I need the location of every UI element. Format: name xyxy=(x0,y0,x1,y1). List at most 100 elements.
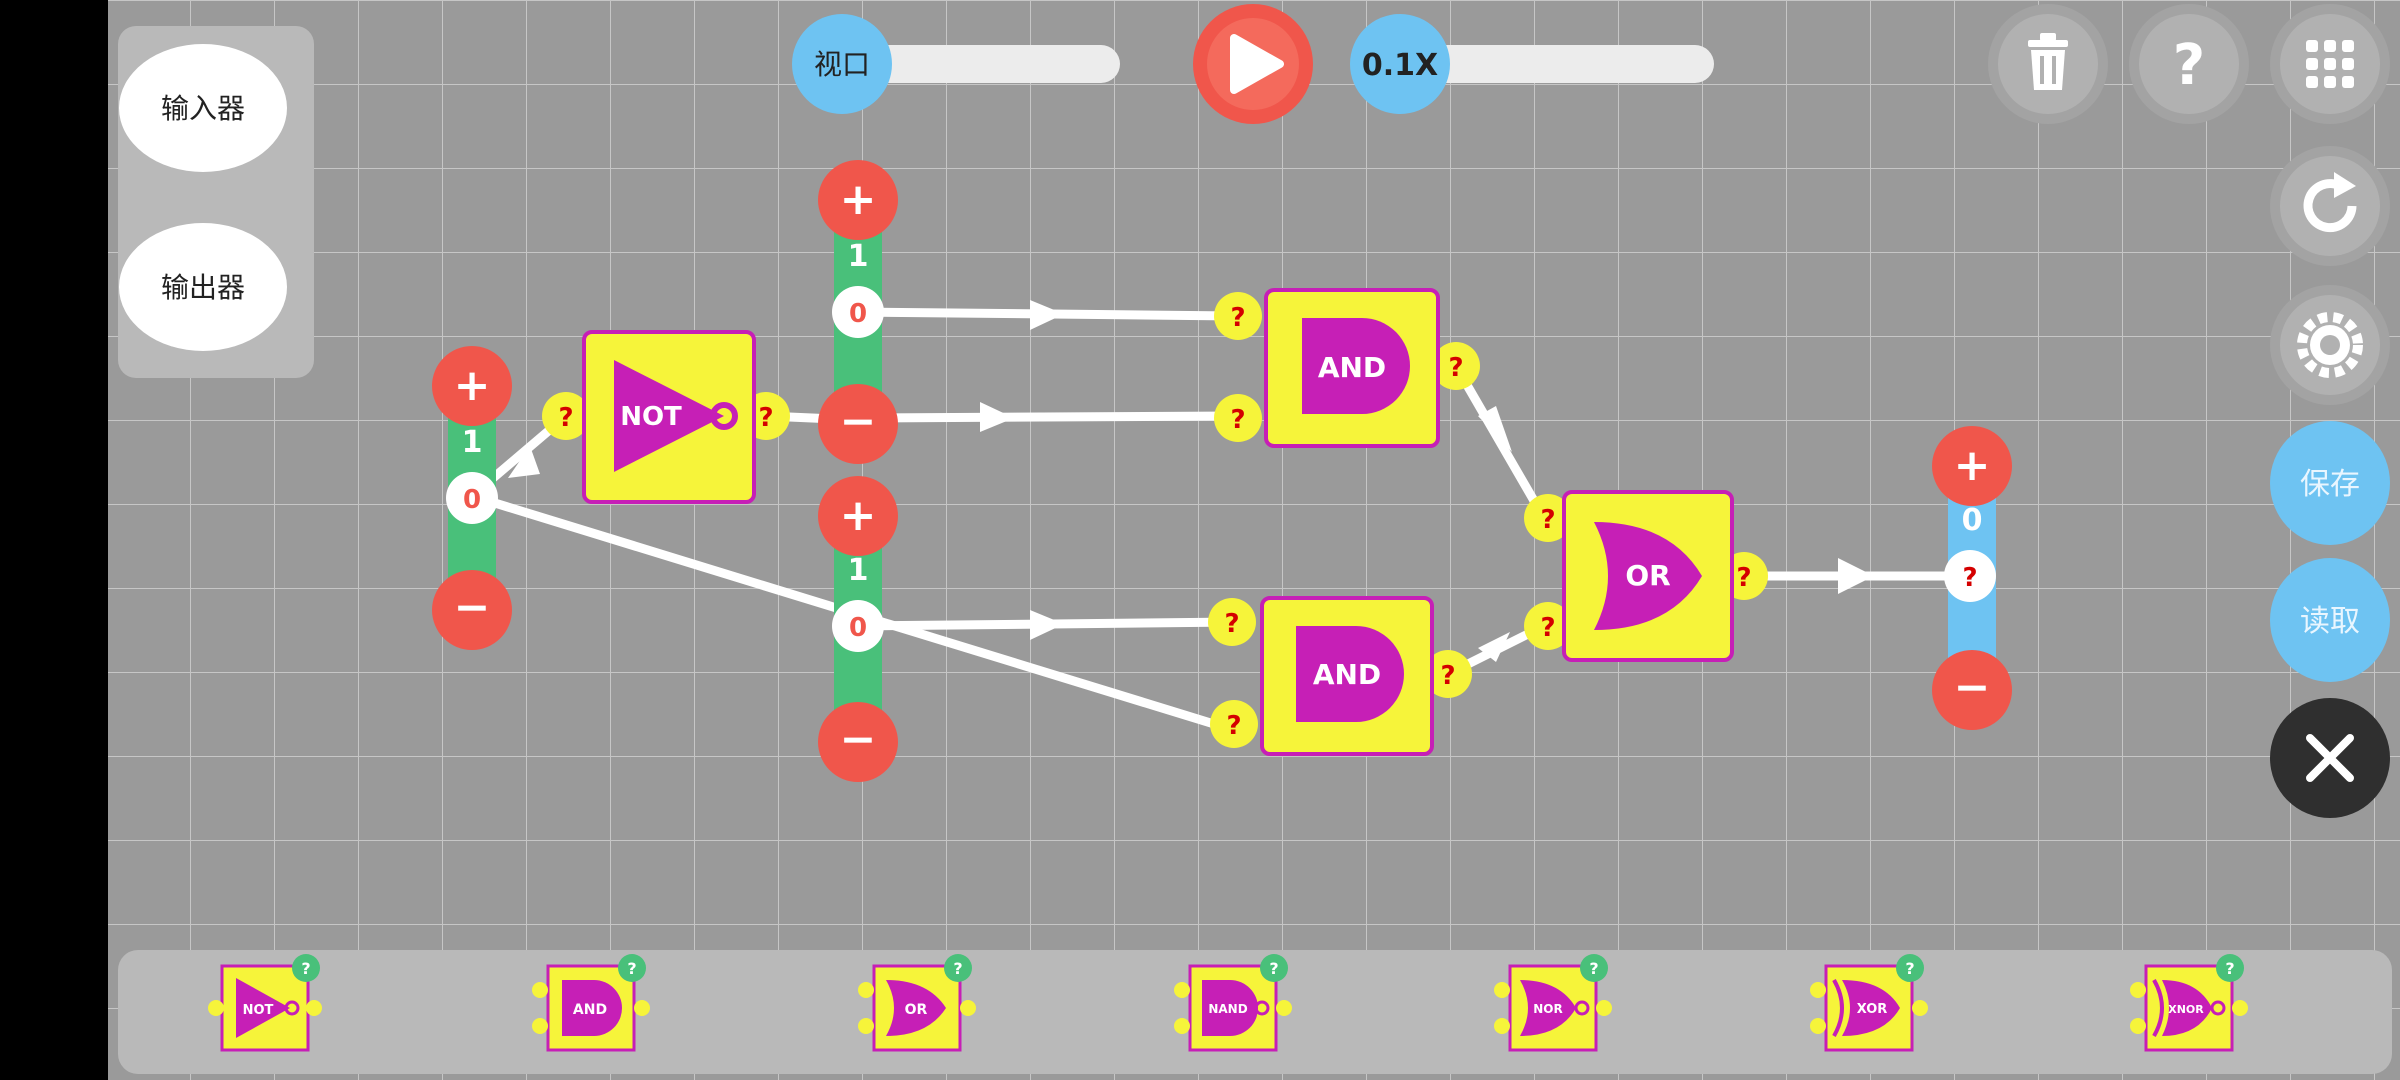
play-icon xyxy=(1230,34,1284,94)
palette-nand-icon xyxy=(1202,980,1258,1036)
or-gate-output[interactable]: ? xyxy=(1736,563,1751,593)
viewport-slider[interactable]: 视口 xyxy=(792,14,1120,114)
help-button[interactable]: ? xyxy=(2129,4,2249,124)
palette-xnor-icon xyxy=(2162,980,2212,1036)
and-gate-1[interactable]: ? ? ? AND xyxy=(1214,288,1480,448)
speed-slider-track[interactable] xyxy=(1400,45,1714,83)
palette-not-gate[interactable]: NOT ? xyxy=(208,954,322,1052)
input-3-state: 0 xyxy=(849,613,867,643)
input-1-minus-button[interactable] xyxy=(432,570,512,650)
input-3-minus-button[interactable] xyxy=(818,702,898,782)
play-button[interactable] xyxy=(1193,4,1313,124)
palette-xor-gate[interactable]: XOR ? xyxy=(1810,954,1928,1052)
input-switch-2[interactable]: + 1 0 − xyxy=(818,160,898,464)
output-plus-button[interactable] xyxy=(1932,426,2012,506)
input-component-label: 输入器 xyxy=(161,92,245,125)
speed-slider-knob[interactable] xyxy=(1350,14,1450,114)
load-label: 读取 xyxy=(2300,604,2360,639)
or-gate-icon xyxy=(1594,522,1702,630)
speed-label: 0.1X xyxy=(1362,48,1438,83)
input-component-button[interactable]: 输入器 xyxy=(119,44,287,172)
output-state: ? xyxy=(1962,563,1977,593)
or-gate-label: OR xyxy=(1625,559,1670,592)
help-badge-text: ? xyxy=(1589,959,1598,978)
grid-icon xyxy=(2306,40,2354,88)
and-gate-2-input-b[interactable]: ? xyxy=(1226,711,1241,741)
load-button[interactable]: 读取 xyxy=(2270,558,2390,682)
minus-icon: − xyxy=(840,714,877,765)
output-value: 0 xyxy=(1962,503,1983,538)
output-component-button[interactable]: 输出器 xyxy=(119,223,287,351)
output-display[interactable]: + 0 ? − xyxy=(1932,426,2012,730)
or-gate[interactable]: ? ? ? OR xyxy=(1524,490,1768,662)
and-gate-1-input-b[interactable]: ? xyxy=(1230,405,1245,435)
wire-in2-minus-to-and1[interactable] xyxy=(853,411,1241,423)
help-badge[interactable] xyxy=(618,954,646,982)
and-gate-1-input-a[interactable]: ? xyxy=(1230,303,1245,333)
left-black-margin xyxy=(0,0,108,1080)
help-badge[interactable] xyxy=(1580,954,1608,982)
help-badge[interactable] xyxy=(2216,954,2244,982)
input-2-minus-button[interactable] xyxy=(818,384,898,464)
palette-nand-label: NAND xyxy=(1208,1002,1247,1016)
palette-xor-icon xyxy=(1842,980,1900,1036)
trash-button[interactable] xyxy=(1988,4,2108,124)
palette-or-label: OR xyxy=(905,1002,928,1018)
viewport-slider-knob[interactable] xyxy=(792,14,892,114)
input-switch-1[interactable]: + 1 0 − xyxy=(432,346,512,650)
or-gate-input-a[interactable]: ? xyxy=(1540,505,1555,535)
palette-nor-gate[interactable]: NOR ? xyxy=(1494,954,1612,1052)
refresh-icon xyxy=(2303,172,2357,233)
palette-or-gate[interactable]: OR ? xyxy=(858,954,976,1052)
minus-icon: − xyxy=(454,582,491,633)
help-badge-text: ? xyxy=(953,959,962,978)
settings-button[interactable] xyxy=(2270,285,2390,405)
palette-and-label: AND xyxy=(573,1002,607,1018)
speed-slider[interactable]: 0.1X xyxy=(1350,14,1714,114)
and-gate-2-input-a[interactable]: ? xyxy=(1224,609,1239,639)
help-badge-text: ? xyxy=(1905,959,1914,978)
input-3-state-node[interactable] xyxy=(832,600,884,652)
input-1-value: 1 xyxy=(462,425,483,460)
output-state-node[interactable] xyxy=(1944,550,1996,602)
and-gate-2-icon xyxy=(1296,626,1404,722)
palette-xnor-gate[interactable]: XNOR ? xyxy=(2130,954,2248,1052)
plus-icon: + xyxy=(840,174,877,225)
input-3-plus-button[interactable] xyxy=(818,476,898,556)
help-badge[interactable] xyxy=(292,954,320,982)
gear-icon xyxy=(2297,312,2363,378)
wire-and1-to-or[interactable] xyxy=(1451,361,1549,523)
plus-icon: + xyxy=(1954,440,1991,491)
not-gate-output-port[interactable]: ? xyxy=(758,403,773,433)
close-button[interactable] xyxy=(2270,698,2390,818)
input-2-plus-button[interactable] xyxy=(818,160,898,240)
palette-not-label: NOT xyxy=(243,1003,274,1018)
input-switch-3[interactable]: + 1 0 − xyxy=(818,476,898,782)
and-gate-2[interactable]: ? ? ? AND xyxy=(1208,596,1472,756)
and-gate-1-output[interactable]: ? xyxy=(1448,353,1463,383)
help-badge[interactable] xyxy=(1260,954,1288,982)
help-badge[interactable] xyxy=(944,954,972,982)
palette-nand-gate[interactable]: NAND ? xyxy=(1174,954,1292,1052)
not-gate[interactable]: ? ? NOT xyxy=(542,330,790,504)
plus-icon: + xyxy=(840,490,877,541)
palette-and-gate[interactable]: AND ? xyxy=(532,954,650,1052)
viewport-slider-track[interactable] xyxy=(838,45,1120,83)
input-2-value: 1 xyxy=(848,239,869,274)
menu-grid-button[interactable] xyxy=(2270,4,2390,124)
input-2-state-node[interactable] xyxy=(832,286,884,338)
not-gate-input-port[interactable]: ? xyxy=(558,403,573,433)
input-1-plus-button[interactable] xyxy=(432,346,512,426)
help-badge[interactable] xyxy=(1896,954,1924,982)
palette-and-icon xyxy=(562,980,622,1036)
or-gate-input-b[interactable]: ? xyxy=(1540,613,1555,643)
save-button[interactable]: 保存 xyxy=(2270,421,2390,545)
not-gate-label: NOT xyxy=(620,402,682,432)
refresh-button[interactable] xyxy=(2270,146,2390,266)
help-badge-text: ? xyxy=(627,959,636,978)
output-minus-button[interactable] xyxy=(1932,650,2012,730)
input-1-state-node[interactable] xyxy=(446,472,498,524)
help-badge-text: ? xyxy=(301,959,310,978)
and-gate-2-output[interactable]: ? xyxy=(1440,661,1455,691)
